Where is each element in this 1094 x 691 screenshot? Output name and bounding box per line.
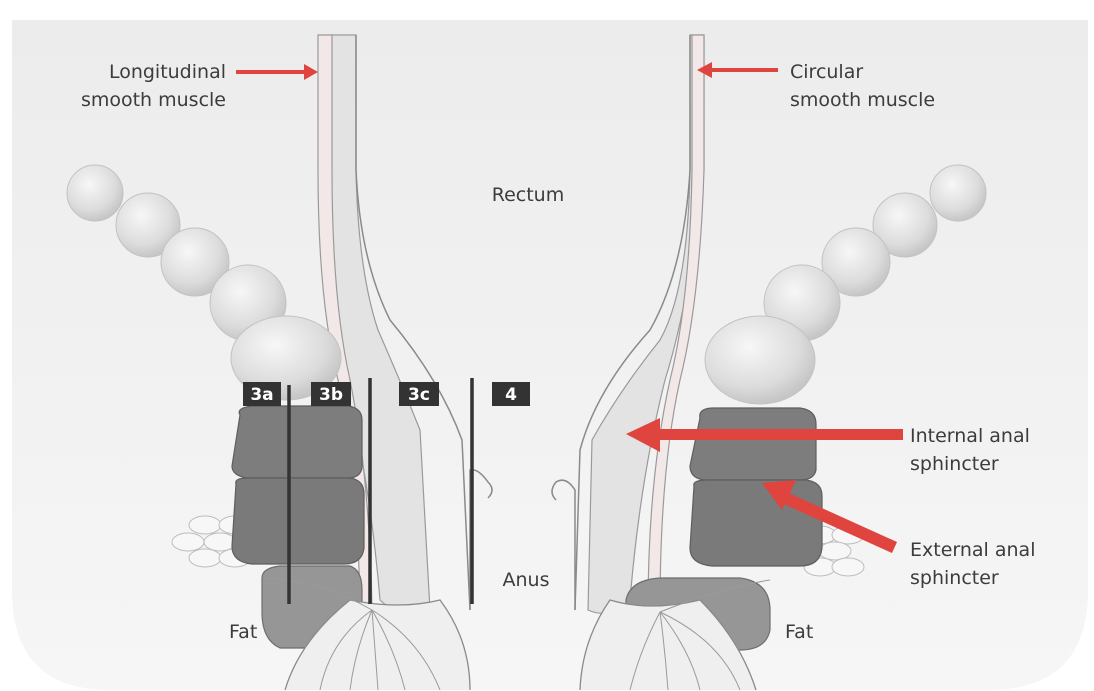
longitudinal-label-line1: Longitudinal xyxy=(109,61,226,83)
grade-badge-3a: 3a xyxy=(243,382,281,406)
circular-label-line2: smooth muscle xyxy=(790,89,935,111)
circular-label-line1: Circular xyxy=(790,61,863,83)
fat-label-left: Fat xyxy=(229,621,257,643)
rectum-label: Rectum xyxy=(492,184,564,206)
grade-badge-3c-label: 3c xyxy=(408,385,430,405)
external-sphincter-label-line2: sphincter xyxy=(910,567,999,589)
grade-badge-4-label: 4 xyxy=(505,385,517,405)
longitudinal-label-line2: smooth muscle xyxy=(81,89,226,111)
grade-badge-4: 4 xyxy=(492,382,530,406)
background-panel xyxy=(12,20,1088,690)
grade-badge-3a-label: 3a xyxy=(250,385,273,405)
internal-sphincter-label-line1: Internal anal xyxy=(910,425,1030,447)
external-sphincter-label-line1: External anal xyxy=(910,539,1035,561)
grade-badge-3b: 3b xyxy=(311,382,351,406)
anus-label: Anus xyxy=(503,569,550,591)
internal-sphincter-label-line2: sphincter xyxy=(910,453,999,475)
grade-badge-3b-label: 3b xyxy=(319,385,343,405)
grade-badge-3c: 3c xyxy=(399,382,439,406)
fat-label-right: Fat xyxy=(785,621,813,643)
